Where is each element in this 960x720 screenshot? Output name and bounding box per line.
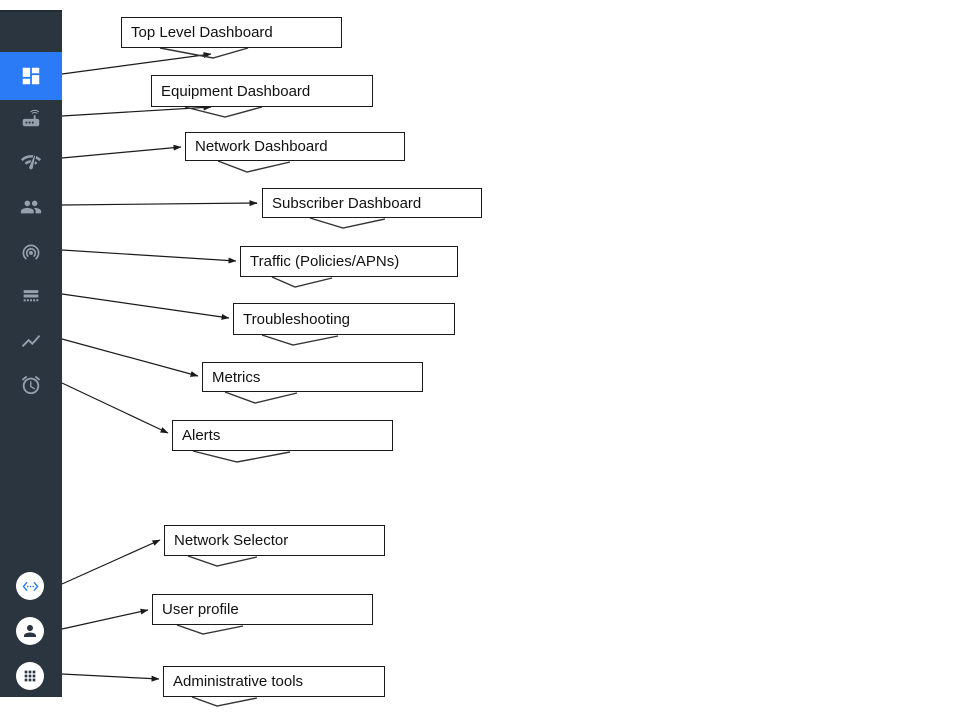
user-profile-button[interactable]	[16, 617, 44, 645]
sidebar-item-subscribers[interactable]	[0, 185, 62, 229]
connector-top-level-dashboard	[61, 52, 212, 75]
router-icon	[22, 109, 40, 127]
callout-network-selector: Network Selector	[164, 525, 385, 556]
callout-label: Alerts	[182, 427, 221, 444]
callout-alerts: Alerts	[172, 420, 393, 451]
callout-top-level-dashboard: Top Level Dashboard	[121, 17, 342, 48]
callout-tail	[271, 276, 333, 288]
callout-label: Top Level Dashboard	[131, 24, 273, 41]
callout-tail	[224, 391, 298, 404]
callout-metrics: Metrics	[202, 362, 423, 392]
sidebar-item-equipment[interactable]	[0, 96, 62, 140]
connector-user-profile	[61, 608, 149, 630]
connector-traffic	[61, 249, 237, 264]
callout-label: Troubleshooting	[243, 310, 351, 328]
callout-tail	[176, 624, 244, 635]
callout-label: Equipment Dashboard	[161, 82, 311, 100]
callout-tail	[217, 160, 291, 173]
callout-tail	[159, 47, 249, 59]
admin-tools-button[interactable]	[16, 662, 44, 690]
callout-label: Administrative tools	[173, 673, 304, 690]
sidebar-item-alerts[interactable]	[0, 363, 62, 407]
sidebar-item-metrics[interactable]	[0, 319, 62, 363]
connector-equipment-dashboard	[61, 104, 212, 117]
connector-alerts	[61, 382, 169, 434]
network-selector-button[interactable]	[16, 572, 44, 600]
connector-admin-tools	[61, 673, 160, 682]
user-profile-person-icon	[24, 625, 36, 637]
wifi-tethering-icon	[22, 244, 40, 260]
sidebar-item-network[interactable]	[0, 140, 62, 184]
callout-user-profile: User profile	[152, 594, 373, 625]
callout-label: Metrics	[212, 368, 261, 386]
callout-tail	[261, 334, 339, 346]
callout-subscriber-dashboard: Subscriber Dashboard	[262, 188, 482, 218]
connector-troubleshooting	[61, 293, 230, 320]
dashboard-icon	[22, 67, 40, 85]
admin-tools-grid-icon	[24, 670, 36, 682]
connector-subscriber-dashboard	[61, 200, 258, 207]
sidebar-item-top-level-dashboard[interactable]	[0, 52, 62, 100]
alarm-clock-icon	[21, 375, 41, 395]
network-check-icon	[20, 155, 42, 170]
callout-label: Traffic (Policies/APNs)	[250, 253, 400, 270]
sidebar	[0, 10, 62, 697]
connector-metrics	[61, 338, 199, 377]
callout-network-dashboard: Network Dashboard	[185, 132, 405, 161]
connector-network-dashboard	[61, 144, 182, 159]
sidebar-item-troubleshooting[interactable]	[0, 274, 62, 318]
connector-network-selector	[61, 539, 161, 585]
callout-tail	[191, 696, 258, 707]
callout-admin-tools: Administrative tools	[163, 666, 385, 697]
callout-label: Network Selector	[174, 532, 289, 549]
sidebar-item-traffic[interactable]	[0, 230, 62, 274]
callout-tail	[192, 450, 291, 463]
callout-label: Subscriber Dashboard	[272, 194, 422, 212]
network-selector-code-icon	[22, 581, 38, 591]
callout-label: Network Dashboard	[195, 138, 328, 155]
subscribers-people-icon	[20, 200, 42, 214]
callout-label: User profile	[162, 601, 239, 618]
callout-tail	[187, 555, 258, 567]
callout-tail	[309, 217, 386, 229]
callout-tail	[184, 106, 263, 118]
metrics-chart-icon	[21, 335, 41, 347]
callout-traffic: Traffic (Policies/APNs)	[240, 246, 458, 277]
callout-equipment-dashboard: Equipment Dashboard	[151, 75, 373, 107]
logs-table-icon	[23, 290, 39, 302]
callout-troubleshooting: Troubleshooting	[233, 303, 455, 335]
